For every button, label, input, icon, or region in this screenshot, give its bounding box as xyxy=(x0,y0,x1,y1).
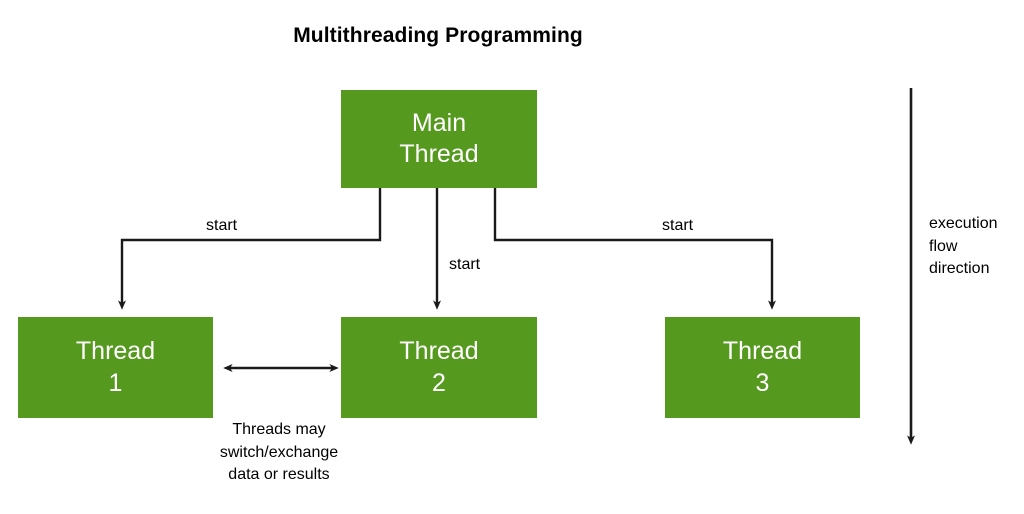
edge-label-start-middle: start xyxy=(449,256,481,273)
page-title: Multithreading Programming xyxy=(293,24,583,47)
execution-flow-label-line1: execution xyxy=(929,215,998,232)
execution-flow-label: execution flow direction xyxy=(929,213,1024,281)
node-main-thread-line2: Thread xyxy=(399,140,479,168)
thread-exchange-caption: Threads may switch/exchange data or resu… xyxy=(189,419,369,487)
thread-exchange-caption-line1: Threads may xyxy=(232,421,326,438)
edge-label-start-right: start xyxy=(662,217,694,234)
thread-exchange-caption-line2: switch/exchange xyxy=(219,443,339,461)
edge-main-to-thread1 xyxy=(118,188,382,310)
edge-label-start-left: start xyxy=(206,217,238,234)
node-main-thread-line1: Main xyxy=(411,108,467,137)
node-thread-1[interactable]: Thread 1 xyxy=(18,317,213,418)
node-thread-3[interactable]: Thread 3 xyxy=(665,317,860,418)
thread-exchange-caption-line3: data or results xyxy=(228,466,330,484)
execution-flow-label-line2: flow xyxy=(929,237,958,255)
node-thread-3-line2: 3 xyxy=(755,368,770,397)
node-thread-1-line2: 1 xyxy=(108,368,123,397)
node-thread-2-line2: 2 xyxy=(432,368,446,397)
node-main-thread[interactable]: Main Thread xyxy=(341,90,537,188)
edge-main-to-thread3 xyxy=(493,188,776,310)
node-thread-1-line1: Thread xyxy=(75,337,156,365)
execution-flow-label-line3: direction xyxy=(929,260,990,278)
node-thread-2[interactable]: Thread 2 xyxy=(341,317,537,418)
node-thread-2-line1: Thread xyxy=(399,337,479,365)
node-thread-3-line1: Thread xyxy=(722,337,803,365)
